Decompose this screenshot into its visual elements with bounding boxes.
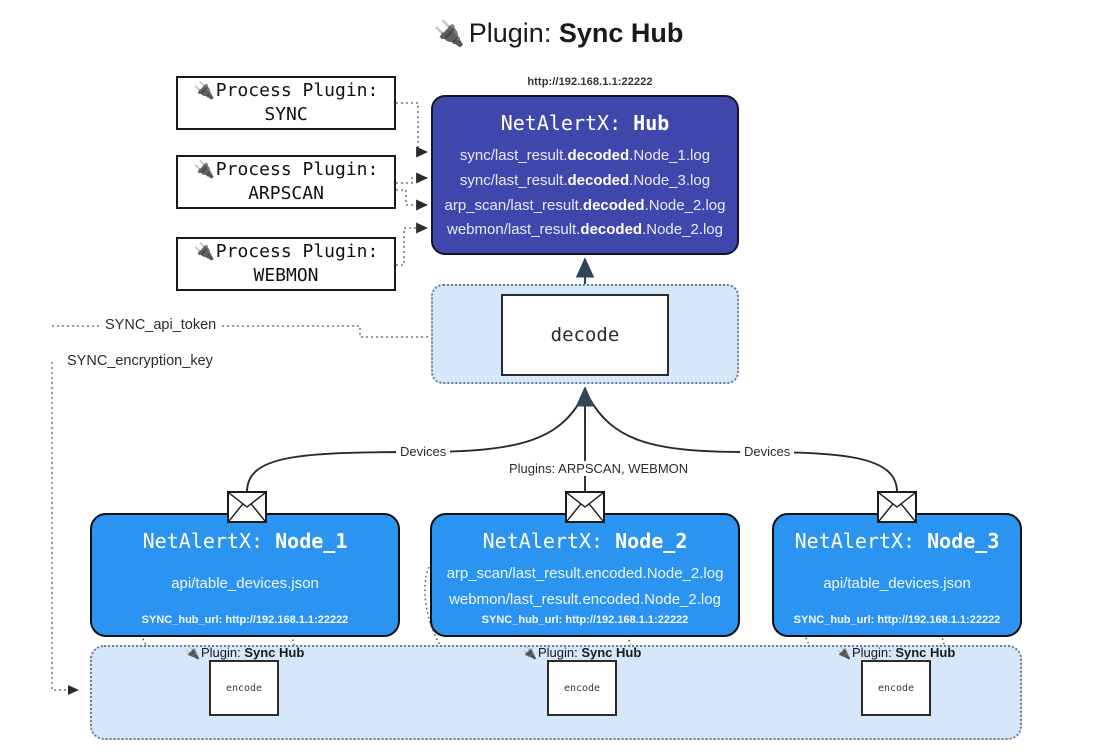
encode-caption-name: Sync Hub: [895, 645, 956, 660]
node-title-prefix: NetAlertX:: [142, 529, 264, 553]
edge-label-plugins: Plugins: ARPSCAN, WEBMON: [505, 461, 693, 476]
hub-file-row: sync/last_result.decoded.Node_1.log: [433, 144, 737, 169]
node-title-name: Node_1: [275, 529, 348, 553]
node-hub-url: SYNC_hub_url: http://192.168.1.1:22222: [793, 614, 1001, 626]
hub-file-pre: sync/last_result.: [459, 147, 568, 164]
process-plugin-name: ARPSCAN: [248, 183, 324, 204]
hub-file-row: sync/last_result.decoded.Node_3.log: [433, 169, 737, 194]
plug-icon: 🔌: [433, 20, 465, 48]
hub-node[interactable]: NetAlertX: Hub sync/last_result.decoded.…: [431, 95, 739, 255]
node-title-name: Node_2: [615, 529, 688, 553]
decode-box[interactable]: decode: [501, 294, 669, 376]
plug-icon: 🔌: [193, 241, 215, 262]
node-title-name: Node_3: [927, 529, 1000, 553]
hub-file-pre: sync/last_result.: [459, 171, 568, 189]
encode-box-node-3[interactable]: encode: [861, 660, 931, 716]
hub-file-mid: decoded: [580, 221, 643, 239]
process-plugin-box-webmon[interactable]: 🔌Process Plugin: WEBMON: [176, 237, 396, 291]
plug-icon: 🔌: [836, 646, 851, 660]
encode-caption-node-3: 🔌Plugin: Sync Hub: [836, 645, 955, 660]
process-plugin-name: SYNC: [264, 104, 308, 125]
hub-file-row: arp_scan/last_result.decoded.Node_2.log: [433, 194, 737, 219]
hub-file-post: .Node_1.log: [629, 147, 711, 164]
hub-title: NetAlertX: Hub: [433, 111, 737, 135]
process-plugin-box-arpscan[interactable]: 🔌Process Plugin: ARPSCAN: [176, 155, 396, 209]
process-plugin-name: WEBMON: [253, 265, 319, 286]
node-box-node-1[interactable]: NetAlertX: Node_1 api/table_devices.json…: [90, 513, 400, 637]
process-plugin-label: Process Plugin:: [215, 79, 379, 101]
hub-file-pre: webmon/last_result.: [447, 221, 581, 239]
node-box-node-3[interactable]: NetAlertX: Node_3 api/table_devices.json…: [772, 513, 1022, 637]
node-line: webmon/last_result.encoded.Node_2.log: [449, 590, 721, 608]
plug-icon: 🔌: [522, 646, 537, 660]
node-title: NetAlertX: Node_2: [432, 529, 738, 553]
hub-file-post: .Node_2.log: [642, 221, 723, 239]
encode-caption-prefix: Plugin:: [537, 645, 578, 660]
envelope-icon: [565, 491, 605, 523]
hub-title-prefix: NetAlertX:: [500, 111, 622, 135]
node-line: api/table_devices.json: [171, 575, 319, 592]
node-line: arp_scan/last_result.encoded.Node_2.log: [446, 565, 724, 582]
process-plugin-box-sync[interactable]: 🔌Process Plugin: SYNC: [176, 76, 396, 130]
encode-box-node-2[interactable]: encode: [547, 660, 617, 716]
encode-caption-prefix: Plugin:: [851, 645, 892, 660]
node-hub-url: SYNC_hub_url: http://192.168.1.1:22222: [141, 614, 349, 626]
encode-caption-node-1: 🔌Plugin: Sync Hub: [185, 645, 304, 660]
page-title: 🔌Plugin: Sync Hub: [0, 18, 1117, 49]
edge-label-devices-right: Devices: [740, 444, 795, 459]
sync-encryption-key-label: SYNC_encryption_key: [62, 353, 218, 369]
process-plugin-label: Process Plugin:: [215, 240, 379, 262]
encode-box-node-1[interactable]: encode: [209, 660, 279, 716]
node-lines: api/table_devices.json: [774, 571, 1020, 597]
plug-icon: 🔌: [185, 646, 200, 660]
hub-file-pre: arp_scan/last_result.: [444, 196, 583, 214]
plug-icon: 🔌: [193, 80, 215, 101]
hub-file-post: .Node_3.log: [629, 171, 711, 189]
node-line: api/table_devices.json: [823, 575, 971, 592]
node-hub-url: SYNC_hub_url: http://192.168.1.1:22222: [481, 614, 689, 626]
hub-file-mid: decoded: [567, 171, 630, 189]
encode-caption-node-2: 🔌Plugin: Sync Hub: [522, 645, 641, 660]
node-title-prefix: NetAlertX:: [482, 529, 604, 553]
node-title: NetAlertX: Node_3: [774, 529, 1020, 553]
edge-label-devices-left: Devices: [396, 444, 451, 459]
node-title: NetAlertX: Node_1: [92, 529, 398, 553]
hub-file-mid: decoded: [582, 196, 645, 214]
encode-caption-prefix: Plugin:: [200, 645, 241, 660]
node-lines: api/table_devices.json: [92, 571, 398, 597]
sync-api-token-label: SYNC_api_token: [100, 317, 222, 333]
page-title-prefix: Plugin:: [468, 18, 552, 48]
hub-title-name: Hub: [633, 111, 670, 135]
hub-file-mid: decoded: [567, 147, 630, 164]
envelope-icon: [227, 491, 267, 523]
hub-url-label: http://192.168.1.1:22222: [527, 76, 653, 88]
page-title-name: Sync Hub: [558, 18, 684, 48]
node-lines: arp_scan/last_result.encoded.Node_2.log …: [432, 561, 738, 612]
hub-file-post: .Node_2.log: [644, 196, 726, 214]
plug-icon: 🔌: [193, 159, 215, 180]
node-title-prefix: NetAlertX:: [794, 529, 916, 553]
process-plugin-label: Process Plugin:: [215, 158, 379, 180]
node-box-node-2[interactable]: NetAlertX: Node_2 arp_scan/last_result.e…: [430, 513, 740, 637]
hub-file-row: webmon/last_result.decoded.Node_2.log: [433, 218, 737, 243]
encode-caption-name: Sync Hub: [244, 645, 305, 660]
encode-caption-name: Sync Hub: [581, 645, 642, 660]
envelope-icon: [877, 491, 917, 523]
